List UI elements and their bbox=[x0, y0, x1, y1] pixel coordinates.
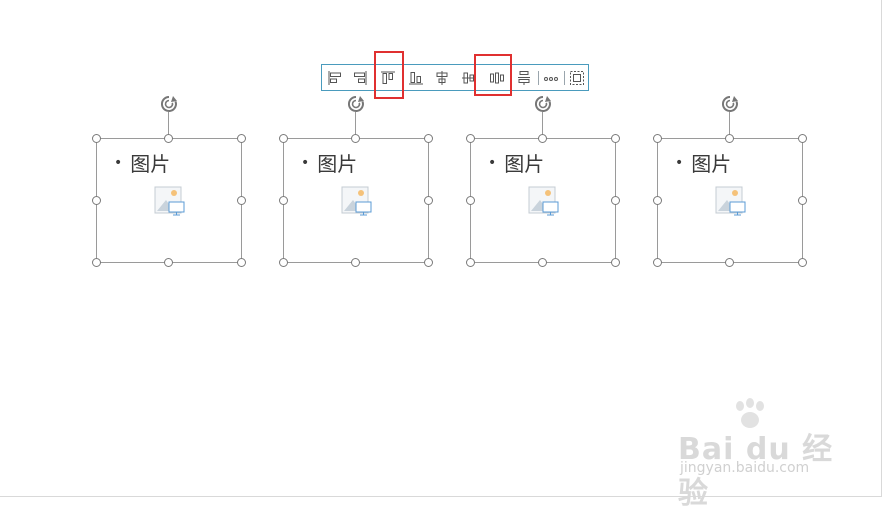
placeholder-label: 图片 bbox=[504, 152, 545, 176]
resize-handle[interactable] bbox=[164, 258, 173, 267]
resize-handle[interactable] bbox=[92, 134, 101, 143]
rotate-line bbox=[168, 112, 169, 138]
distribute-vertically-icon bbox=[518, 71, 530, 85]
resize-handle[interactable] bbox=[466, 134, 475, 143]
align-left-button[interactable] bbox=[325, 69, 345, 87]
insert-picture-icon[interactable] bbox=[154, 186, 186, 218]
resize-handle[interactable] bbox=[164, 134, 173, 143]
insert-picture-icon[interactable] bbox=[341, 186, 373, 218]
resize-handle[interactable] bbox=[279, 134, 288, 143]
resize-handle[interactable] bbox=[424, 258, 433, 267]
align-center-button[interactable] bbox=[432, 69, 452, 87]
rotate-handle-icon[interactable] bbox=[346, 94, 366, 114]
align-bottom-button[interactable] bbox=[406, 69, 426, 87]
placeholder-text[interactable]: • 图片 bbox=[675, 148, 731, 177]
bullet-dot: • bbox=[675, 154, 684, 171]
resize-handle[interactable] bbox=[653, 134, 662, 143]
resize-handle[interactable] bbox=[279, 258, 288, 267]
more-button[interactable] bbox=[541, 69, 561, 87]
placeholder-label: 图片 bbox=[317, 152, 358, 176]
resize-handle[interactable] bbox=[237, 134, 246, 143]
resize-handle[interactable] bbox=[92, 196, 101, 205]
resize-handle[interactable] bbox=[351, 258, 360, 267]
insert-picture-icon[interactable] bbox=[528, 186, 560, 218]
paw-logo-icon bbox=[736, 398, 764, 428]
placeholder-text[interactable]: • 图片 bbox=[488, 148, 544, 177]
baidu-jingyan-watermark: Bai du 经验 jingyan.baidu.com bbox=[678, 398, 848, 511]
resize-handle[interactable] bbox=[653, 258, 662, 267]
rotate-handle-icon[interactable] bbox=[720, 94, 740, 114]
rotate-handle-icon[interactable] bbox=[533, 94, 553, 114]
resize-handle[interactable] bbox=[351, 134, 360, 143]
placeholder-label: 图片 bbox=[691, 152, 732, 176]
resize-handle[interactable] bbox=[237, 258, 246, 267]
placeholder-text[interactable]: • 图片 bbox=[301, 148, 357, 177]
distribute-horizontally-icon bbox=[490, 72, 504, 84]
resize-handle[interactable] bbox=[92, 258, 101, 267]
group-select-button[interactable] bbox=[567, 69, 587, 87]
bullet-dot: • bbox=[114, 154, 123, 171]
resize-handle[interactable] bbox=[466, 196, 475, 205]
distribute-vertically-button[interactable] bbox=[514, 69, 534, 87]
resize-handle[interactable] bbox=[725, 134, 734, 143]
align-right-icon bbox=[354, 71, 367, 85]
resize-handle[interactable] bbox=[653, 196, 662, 205]
picture-placeholder[interactable]: • 图片 bbox=[279, 95, 433, 267]
resize-handle[interactable] bbox=[611, 134, 620, 143]
placeholder-text[interactable]: • 图片 bbox=[114, 148, 170, 177]
group-select-icon bbox=[570, 71, 584, 85]
resize-handle[interactable] bbox=[798, 134, 807, 143]
bullet-dot: • bbox=[488, 154, 497, 171]
resize-handle[interactable] bbox=[424, 196, 433, 205]
align-center-icon bbox=[436, 71, 448, 85]
rotate-line bbox=[542, 112, 543, 138]
distribute-horizontally-button[interactable] bbox=[487, 69, 507, 87]
resize-handle[interactable] bbox=[237, 196, 246, 205]
watermark-url: jingyan.baidu.com bbox=[680, 460, 810, 476]
resize-handle[interactable] bbox=[798, 258, 807, 267]
align-right-button[interactable] bbox=[350, 69, 370, 87]
resize-handle[interactable] bbox=[538, 134, 547, 143]
align-middle-icon bbox=[462, 72, 476, 84]
resize-handle[interactable] bbox=[466, 258, 475, 267]
align-top-button[interactable] bbox=[378, 69, 398, 87]
placeholder-label: 图片 bbox=[130, 152, 171, 176]
align-top-icon bbox=[381, 71, 395, 84]
resize-handle[interactable] bbox=[611, 196, 620, 205]
alignment-toolbar bbox=[321, 64, 589, 91]
bullet-dot: • bbox=[301, 154, 310, 171]
resize-handle[interactable] bbox=[424, 134, 433, 143]
picture-placeholder[interactable]: • 图片 bbox=[92, 95, 246, 267]
resize-handle[interactable] bbox=[798, 196, 807, 205]
align-left-icon bbox=[328, 71, 341, 85]
rotate-line bbox=[355, 112, 356, 138]
picture-placeholder[interactable]: • 图片 bbox=[466, 95, 620, 267]
toolbar-separator bbox=[538, 71, 539, 85]
rotate-line bbox=[729, 112, 730, 138]
resize-handle[interactable] bbox=[538, 258, 547, 267]
resize-handle[interactable] bbox=[279, 196, 288, 205]
picture-placeholder[interactable]: • 图片 bbox=[653, 95, 807, 267]
resize-handle[interactable] bbox=[611, 258, 620, 267]
toolbar-separator bbox=[564, 71, 565, 85]
rotate-handle-icon[interactable] bbox=[159, 94, 179, 114]
watermark-logo-text: Bai du 经验 bbox=[678, 432, 834, 511]
align-bottom-icon bbox=[409, 72, 423, 85]
resize-handle[interactable] bbox=[725, 258, 734, 267]
insert-picture-icon[interactable] bbox=[715, 186, 747, 218]
align-middle-button[interactable] bbox=[459, 69, 479, 87]
more-icon bbox=[544, 77, 558, 81]
